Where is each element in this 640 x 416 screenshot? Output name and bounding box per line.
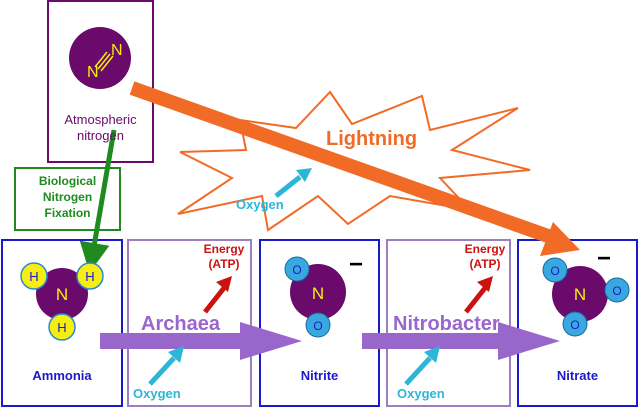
archaea-label: Archaea xyxy=(141,313,220,335)
energy-arrow-nitrobacter xyxy=(464,276,493,314)
nitrate-molecule: N O O O − xyxy=(542,245,630,337)
nitrobacter-label: Nitrobacter xyxy=(393,313,500,335)
nitrite-box xyxy=(259,239,380,407)
fixation-box xyxy=(14,167,121,231)
ammonia-molecule: N H H H xyxy=(20,262,104,341)
ammonia-label: Ammonia xyxy=(32,368,92,383)
nitrite-label: Nitrite xyxy=(300,368,339,383)
fixation-label: Biological Nitrogen Fixation xyxy=(16,173,119,221)
oxygen-label-lightning: Oxygen xyxy=(236,197,284,212)
ammonia-n-atom: N xyxy=(56,285,68,304)
atmospheric-nitrogen-label: Atmospheric nitrogen xyxy=(50,112,151,144)
nitrite-charge: − xyxy=(349,251,363,278)
nitrate-label: Nitrate xyxy=(556,368,599,383)
oxygen-arrow-lightning xyxy=(274,168,312,198)
energy-label-archaea: Energy (ATP) xyxy=(196,242,252,272)
fixation-line1: Biological xyxy=(38,174,97,188)
nitrate-charge: − xyxy=(597,245,611,272)
energy-arrow-archaea xyxy=(203,276,232,314)
nitrobacter-box xyxy=(386,239,511,407)
energy-nitrobacter-line2: (ATP) xyxy=(469,257,501,271)
fixation-line3: Fixation xyxy=(44,206,91,220)
nitrite-molecule: N O O − xyxy=(284,251,363,338)
lightning-fixation-arrow xyxy=(129,81,580,256)
oxygen-label-archaea: Oxygen xyxy=(133,386,181,401)
atom-n-right: N xyxy=(111,42,123,59)
oxygen-arrow-nitrobacter xyxy=(404,346,440,386)
archaea-process-arrow xyxy=(100,322,302,360)
ammonia-h-atom-3: H xyxy=(57,320,66,335)
energy-nitrobacter-line1: Energy xyxy=(464,242,506,256)
lightning-label: Lightning xyxy=(326,128,418,150)
archaea-box xyxy=(127,239,252,407)
energy-label-nitrobacter: Energy (ATP) xyxy=(457,242,513,272)
nitrate-o-atom-2: O xyxy=(612,284,621,298)
fixation-line2: Nitrogen xyxy=(42,190,93,204)
fixation-arrow xyxy=(79,129,117,273)
ammonia-h-atom-2: H xyxy=(85,269,94,284)
nitrite-o-atom-2: O xyxy=(313,319,322,333)
dinitrogen-molecule: N N xyxy=(69,27,131,89)
nitrate-o-atom-1: O xyxy=(550,264,559,278)
nitrate-n-atom: N xyxy=(574,285,586,304)
nitrate-box xyxy=(517,239,638,407)
nitrobacter-process-arrow xyxy=(362,322,560,360)
nitrite-n-atom: N xyxy=(312,284,324,303)
ammonia-box xyxy=(1,239,123,407)
nitrate-o-atom-3: O xyxy=(570,318,579,332)
atmospheric-nitrogen-box xyxy=(47,0,154,163)
ammonia-h-atom-1: H xyxy=(29,269,38,284)
oxygen-arrow-archaea xyxy=(148,346,184,386)
energy-archaea-line2: (ATP) xyxy=(208,257,240,271)
oxygen-label-nitrobacter: Oxygen xyxy=(397,386,445,401)
atmospheric-label-line2: nitrogen xyxy=(77,128,124,143)
energy-archaea-line1: Energy xyxy=(203,242,245,256)
atmospheric-label-line1: Atmospheric xyxy=(64,112,137,127)
nitrite-o-atom-1: O xyxy=(292,263,301,277)
atom-n-left: N xyxy=(87,64,99,81)
